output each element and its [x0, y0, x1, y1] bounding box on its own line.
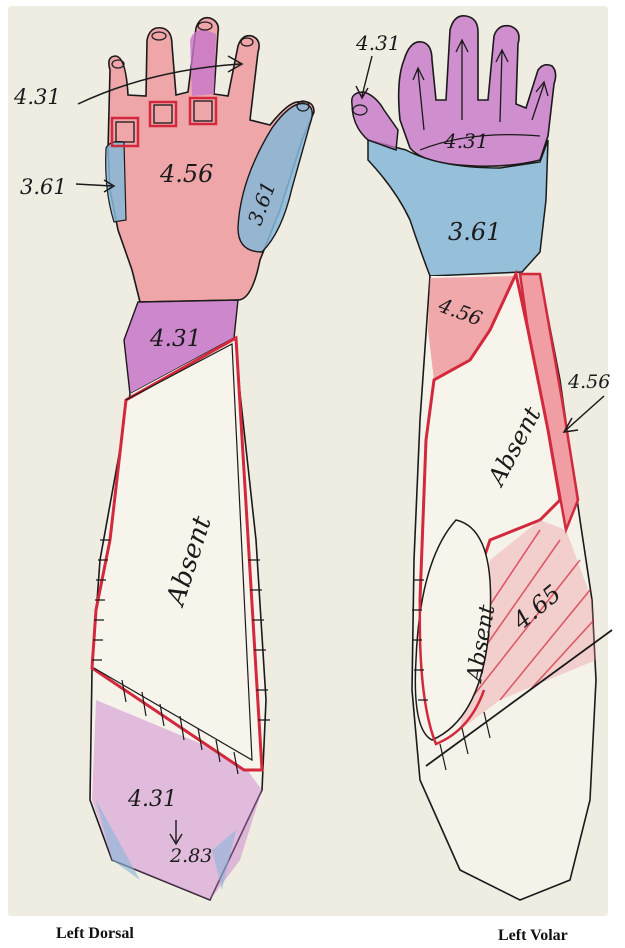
dorsal-label-distal: 4.31: [127, 787, 177, 812]
dorsal-label-distal-low: 2.83: [169, 845, 212, 867]
volar-thumb: [352, 92, 398, 150]
caption-left-dorsal: Left Dorsal: [56, 925, 134, 943]
volar-label-side: 4.56: [567, 371, 610, 393]
volar-side-arrow: [564, 396, 604, 432]
volar-label-thumb-tip: 4.31: [355, 31, 401, 55]
dorsal-finger-magenta: [190, 30, 216, 96]
volar-label-palm-top: 4.31: [443, 129, 489, 153]
dorsal-label-thumb-edge: 3.61: [20, 175, 67, 199]
caption-left-volar: Left Volar: [498, 927, 568, 945]
dorsal-ulnar-blue: [106, 142, 126, 222]
left-volar-diagram: 4.31 4.31 3.61 4.56 4.56 Absent Absent 4…: [352, 16, 612, 900]
volar-label-palm: 3.61: [448, 218, 501, 246]
dorsal-label-hand: 4.56: [159, 160, 213, 188]
dorsal-label-wrist: 4.31: [149, 326, 201, 352]
left-dorsal-diagram: 4.31 3.61 4.56 3.61 4.31 Absent 4.31 2.8…: [13, 18, 314, 900]
dorsal-label-fingers: 4.31: [13, 85, 61, 109]
